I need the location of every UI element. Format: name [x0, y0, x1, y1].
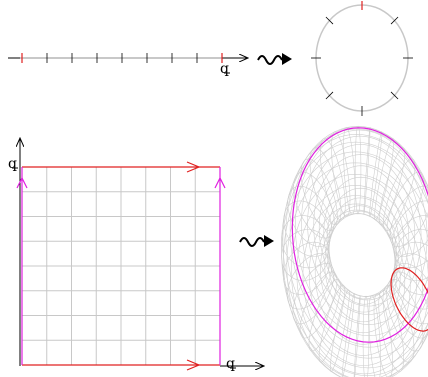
- interval-ticks: [46, 53, 198, 63]
- torus-parallel: [302, 195, 417, 366]
- torus-parallel: [289, 126, 428, 348]
- torus-parallel: [295, 129, 428, 337]
- torus-meridian: [320, 138, 346, 221]
- torus-parallel: [283, 151, 428, 377]
- torus-parallel: [314, 209, 406, 345]
- torus-parallel: [323, 176, 404, 298]
- interval-line: q: [8, 53, 248, 77]
- top-edge-arrow: [186, 161, 201, 173]
- squiggle-arrow-icon: [257, 53, 292, 65]
- circle-tick: [390, 91, 399, 100]
- torus-meridian: [354, 125, 362, 215]
- torus-parallel: [308, 203, 411, 356]
- bottom-edge-arrow: [186, 359, 201, 371]
- circle-figure: [311, 1, 413, 116]
- circle-tick: [325, 16, 334, 25]
- torus-parallel: [296, 185, 423, 375]
- square-grid: q q: [8, 138, 264, 372]
- torus-parallel: [324, 213, 398, 323]
- interval-end-label: q: [220, 61, 229, 77]
- squiggle-arrow-icon: [239, 235, 274, 247]
- left-edge-arrow: [16, 176, 28, 189]
- circle-ticks: [311, 16, 413, 116]
- circle-tick: [390, 16, 399, 25]
- torus-parallel: [327, 210, 396, 313]
- right-edge-arrow: [214, 176, 226, 189]
- torus-red-loop: [390, 267, 428, 332]
- grid-lines: [22, 167, 220, 365]
- torus-parallel: [328, 205, 396, 305]
- torus-parallel: [318, 165, 410, 301]
- torus-parallel: [285, 125, 428, 359]
- circle-tick: [325, 91, 334, 100]
- torus-meridian: [363, 126, 371, 215]
- torus-parallel: [281, 141, 428, 377]
- torus-parallel: [328, 197, 397, 300]
- torus-parallel: [320, 212, 401, 334]
- torus-parallel: [290, 173, 428, 377]
- torus-wireframe: [281, 125, 428, 377]
- torus-meridian: [362, 295, 370, 377]
- square-bottom-right-label: q: [226, 356, 235, 372]
- square-top-left-label: q: [8, 156, 17, 172]
- torus-magenta-loop: [291, 127, 428, 343]
- torus-parallel: [326, 187, 400, 297]
- torus-meridian: [283, 241, 331, 295]
